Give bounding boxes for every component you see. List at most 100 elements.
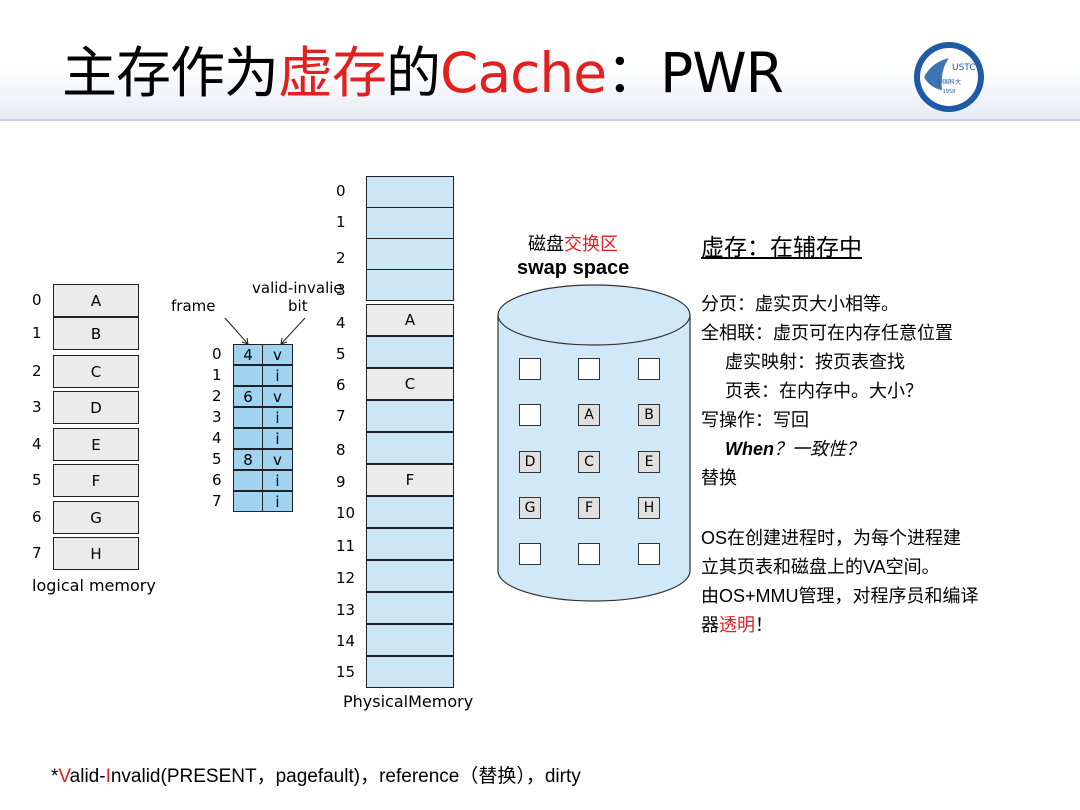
- disk-slot: C: [578, 451, 600, 473]
- physical-memory-caption: PhysicalMemory: [343, 692, 474, 711]
- logical-index: 1: [32, 324, 42, 342]
- title-part-5: ：PWR: [606, 41, 784, 105]
- physical-frame-index: 2: [336, 249, 346, 267]
- footnote-text: alid-: [69, 766, 106, 787]
- disk-slot: A: [578, 404, 600, 426]
- physical-frame-index: 14: [336, 632, 356, 650]
- page-table-frame: 8: [233, 449, 263, 470]
- page-table-index: 2: [212, 387, 222, 405]
- swap-label-cn: 磁盘交换区: [528, 230, 618, 256]
- notes-line: 页表：在内存中。大小？: [725, 381, 923, 402]
- logical-index: 6: [32, 508, 42, 526]
- notes-line: 替换: [701, 468, 737, 489]
- notes-paragraph-line: 器透明！: [701, 611, 773, 637]
- ustc-logo: USTC 中国科大 1958: [914, 42, 984, 112]
- logo-year: 1958: [943, 89, 956, 95]
- title-part-3: 的: [386, 41, 441, 105]
- title-part-1: 主存作为: [62, 41, 279, 105]
- notes-consistency: ？一致性？: [774, 439, 864, 460]
- disk-slot: D: [519, 451, 541, 473]
- page-table-index: 7: [212, 492, 222, 510]
- disk-slot: B: [638, 404, 660, 426]
- logical-index: 0: [32, 291, 42, 309]
- disk-slot: [638, 543, 660, 565]
- notes-line: 写操作：写回: [701, 410, 809, 431]
- physical-frame: [366, 592, 454, 624]
- logical-index: 7: [32, 544, 42, 562]
- physical-frame: [366, 624, 454, 656]
- physical-frame-index: 11: [336, 537, 356, 555]
- disk-slot: [519, 404, 541, 426]
- disk-slot: [519, 358, 541, 380]
- page-table-valid-bit: i: [262, 491, 293, 512]
- physical-frame-index: 3: [336, 281, 346, 299]
- physical-frame-index: 8: [336, 441, 346, 459]
- logical-index: 5: [32, 471, 42, 489]
- page-table-valid-bit: i: [262, 407, 293, 428]
- page-table-valid-bit: i: [262, 365, 293, 386]
- logical-memory-caption: logical memory: [32, 576, 156, 595]
- page-table-frame: 4: [233, 344, 263, 365]
- notes-when: When: [725, 439, 774, 459]
- physical-frame-index: 1: [336, 213, 346, 231]
- page-table-frame: 6: [233, 386, 263, 407]
- header-divider: [0, 119, 1080, 121]
- disk-slot: F: [578, 497, 600, 519]
- header-band: [0, 0, 1080, 120]
- page-table-index: 4: [212, 429, 222, 447]
- disk-slot: [638, 358, 660, 380]
- physical-frame-index: 7: [336, 407, 346, 425]
- logical-page: E: [53, 428, 139, 461]
- footnote-star: *: [51, 766, 59, 787]
- page-table-valid-bit: i: [262, 470, 293, 491]
- logo-text: USTC: [952, 63, 976, 73]
- disk-top: [497, 284, 691, 346]
- logical-page: F: [53, 464, 139, 497]
- frame-label: frame: [171, 297, 216, 315]
- notes-line: 虚实映射：按页表查找: [725, 352, 905, 373]
- logical-page: A: [53, 284, 139, 317]
- notes-text: 器: [701, 615, 719, 635]
- notes-paragraph-line: OS在创建进程时，为每个进程建: [701, 528, 962, 548]
- page-table-frame: [233, 470, 263, 491]
- physical-frame: [366, 528, 454, 560]
- physical-frame-index: 6: [336, 376, 346, 394]
- title-part-4: Cache: [440, 41, 607, 105]
- notes-text: ！: [755, 615, 773, 635]
- logical-index: 4: [32, 435, 42, 453]
- page-table-valid-bit: v: [262, 386, 293, 407]
- physical-frame: C: [366, 368, 454, 400]
- page-table-pointer-arrows: [224, 317, 306, 345]
- disk-slot: H: [638, 497, 660, 519]
- notes-transparent-highlight: 透明: [719, 615, 755, 635]
- logical-page: B: [53, 317, 139, 350]
- physical-frame: [366, 496, 454, 528]
- page-table-valid-bit: v: [262, 449, 293, 470]
- frame-pointer-line: [224, 317, 249, 345]
- bit-pointer-line: [280, 317, 306, 345]
- notes-line: When？一致性？: [725, 435, 864, 461]
- physical-frame: [366, 269, 454, 301]
- footnote-v: V: [58, 766, 70, 787]
- physical-frame: [366, 560, 454, 592]
- logo-subtext: 中国科大: [937, 78, 961, 86]
- physical-frame: [366, 400, 454, 432]
- page-table-index: 0: [212, 345, 222, 363]
- bit-label: bit: [288, 297, 308, 315]
- logo-inner-circle: [920, 48, 978, 106]
- page-table-index: 5: [212, 450, 222, 468]
- page-table-index: 1: [212, 366, 222, 384]
- physical-frame-index: 15: [336, 663, 356, 681]
- disk-slot: E: [638, 451, 660, 473]
- logical-index: 2: [32, 362, 42, 380]
- physical-frame-index: 12: [336, 569, 356, 587]
- physical-frame-index: 9: [336, 473, 346, 491]
- physical-frame: [366, 207, 454, 239]
- page-table-valid-bit: v: [262, 344, 293, 365]
- physical-frame: [366, 238, 454, 270]
- physical-frame: F: [366, 464, 454, 496]
- notes-paragraph-line: 由OS+MMU管理，对程序员和编译: [701, 586, 979, 606]
- swap-label-prefix: 磁盘: [528, 234, 564, 255]
- swap-label-highlight: 交换区: [564, 234, 618, 255]
- footnote: *Valid-Invalid(PRESENT，pagefault)，refere…: [51, 761, 581, 788]
